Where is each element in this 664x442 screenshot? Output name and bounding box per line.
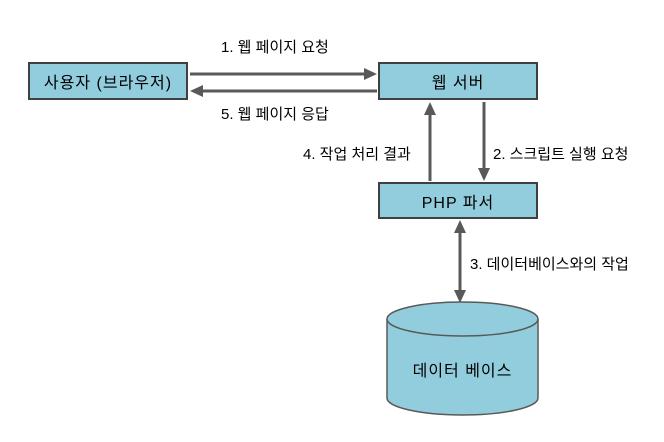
- node-php-parser-label: PHP 파서: [421, 194, 495, 212]
- node-web-server: 웹 서버: [378, 62, 538, 100]
- node-user-browser: 사용자 (브라우저): [28, 62, 188, 100]
- node-web-server-label: 웹 서버: [431, 75, 485, 92]
- arrow-script-exec-request: [478, 102, 490, 181]
- node-user-browser-label: 사용자 (브라우저): [43, 75, 173, 92]
- node-php-parser: PHP 파서: [378, 182, 538, 219]
- arrow-database-work: [454, 220, 466, 303]
- edge-label-database-work: 3. 데이터베이스와의 작업: [470, 256, 629, 273]
- edge-label-web-page-request: 1. 웹 페이지 요청: [221, 39, 329, 56]
- edge-label-script-exec-request: 2. 스크립트 실행 요청: [493, 146, 629, 163]
- database-cylinder-shape: [386, 301, 539, 416]
- arrow-web-page-response: [190, 85, 377, 97]
- arrow-web-page-request: [190, 68, 377, 80]
- node-database-label: 데이터 베이스: [412, 363, 513, 380]
- arrow-work-result: [424, 102, 436, 181]
- edge-label-work-result: 4. 작업 처리 결과: [303, 146, 411, 163]
- edge-label-web-page-response: 5. 웹 페이지 응답: [221, 106, 329, 123]
